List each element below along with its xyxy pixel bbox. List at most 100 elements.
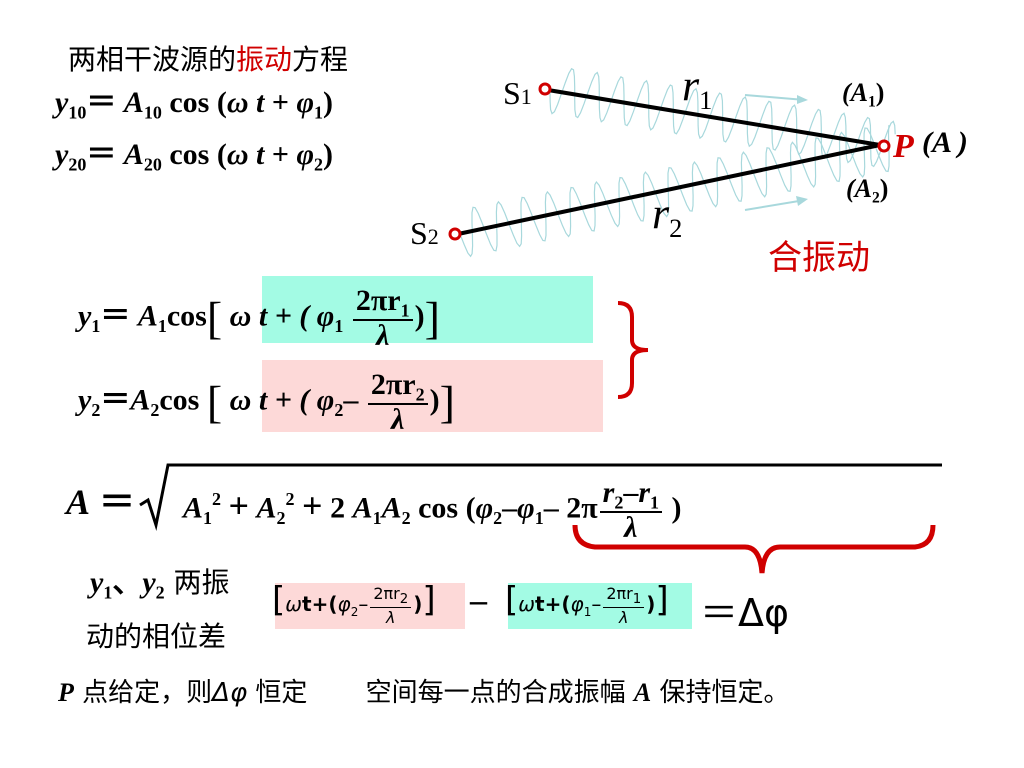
math-text: ] (439, 376, 455, 428)
math-text: 1 (157, 315, 167, 336)
math-text: 保持恒定。 (651, 678, 790, 708)
equation-token: 1 (314, 102, 324, 123)
math-text: 2πr (373, 583, 400, 603)
math-text: – (358, 592, 369, 616)
math-text: 1 (372, 507, 382, 528)
phase-diff-result: ＝Δφ (700, 591, 790, 635)
equation-token: ) (323, 138, 334, 171)
math-text: A (137, 299, 158, 333)
math-text: ω t + ( φ (229, 299, 335, 333)
highlight-phase-2 (262, 360, 603, 432)
math-text: 1 (203, 507, 213, 528)
math-text: 1 (103, 582, 113, 603)
label-resultant-amplitude: (A ) (922, 128, 968, 158)
heading-highlight: 振动 (236, 43, 293, 76)
math-text: 2 (212, 488, 222, 509)
math-text: r (652, 189, 670, 238)
math-text: – (591, 592, 602, 616)
math-text: 2πr (606, 583, 633, 603)
phase-diff-label-line2: 动的相位差 (86, 620, 227, 653)
math-text: ) (875, 78, 885, 107)
label-s1: S1 (503, 75, 532, 112)
math-text: ) (879, 174, 889, 203)
math-text: P (893, 128, 914, 165)
math-text: + (228, 485, 250, 526)
equation-token: ＝ (86, 138, 124, 171)
math-text: – (543, 491, 559, 525)
math-text: cos (159, 383, 207, 417)
equation-token: cos ( (161, 138, 227, 171)
source-s2-point (448, 227, 462, 241)
math-text: A (66, 482, 91, 522)
equation-token: ＝ (86, 86, 124, 119)
math-text: P (58, 678, 74, 707)
math-text: cos (166, 299, 207, 333)
label-r2: r2 (652, 192, 682, 242)
heading-text: 两相干波源的 (68, 43, 237, 76)
math-text: [ (505, 580, 519, 620)
math-text: 2 (872, 189, 880, 207)
math-text: r (638, 476, 651, 509)
math-text: y (90, 566, 104, 599)
equation-token: ω t (226, 138, 265, 171)
math-text: 恒定 (247, 678, 308, 708)
math-text: 2 (330, 491, 346, 525)
math-text: [ (206, 292, 223, 344)
math-text: λ (386, 608, 396, 628)
math-text: 两振 (164, 566, 230, 599)
math-text: ) (429, 383, 440, 417)
under-brace-icon (572, 524, 936, 574)
math-text: 1 (520, 84, 532, 109)
math-text: 2 (285, 488, 295, 509)
point-p (877, 139, 891, 153)
math-text: Δφ (212, 678, 248, 708)
math-text: φ (570, 592, 584, 616)
math-text: ] (655, 580, 669, 620)
math-text: 1 (91, 315, 101, 336)
source-1-equation: y10＝ A10 cos (ω t + φ1) (55, 86, 333, 123)
highlight-phase-1 (262, 276, 593, 343)
equation-token: y (55, 138, 69, 171)
math-text: 2 (155, 582, 165, 603)
math-text: ω (518, 592, 536, 616)
math-text: 1 (650, 492, 660, 513)
math-text: 2 (669, 213, 683, 244)
equation-token: 20 (68, 154, 87, 175)
math-text: r (602, 476, 615, 509)
math-text: ) (413, 592, 423, 616)
math-text: ＝ (100, 383, 131, 417)
math-text: (A (842, 78, 868, 107)
math-text: ) (671, 491, 682, 525)
math-text: 2 (493, 507, 503, 528)
math-text: A (183, 491, 204, 525)
math-text: t+( (302, 592, 338, 616)
equation-token: φ (296, 138, 315, 171)
math-text: φ (337, 592, 351, 616)
math-text: [ (206, 376, 223, 428)
math-text: t+( (535, 592, 571, 616)
slide-heading: 两相干波源的振动方程 (68, 38, 348, 78)
math-text: (A ) (922, 126, 968, 159)
heading-text-end: 方程 (292, 43, 349, 76)
math-text: 2 (276, 507, 286, 528)
math-text: φ (517, 491, 535, 525)
arrow-head-2 (796, 196, 808, 206)
path-r2 (457, 143, 881, 236)
math-text: 2 (401, 507, 411, 528)
math-text: – (623, 476, 639, 509)
label-combined-vibration: 合振动 (768, 238, 870, 278)
sqrt-sign-icon (139, 463, 942, 531)
math-text: 1 (400, 300, 410, 321)
math-text: 1 (632, 592, 642, 608)
label-p: P (893, 130, 914, 164)
wave-diagram (448, 67, 896, 258)
path-r1 (547, 88, 881, 147)
equation-token: 2 (314, 154, 324, 175)
math-text: ) (646, 592, 656, 616)
math-text: 2 (334, 399, 344, 420)
math-text: + (302, 485, 323, 526)
math-text: 1 (699, 85, 713, 116)
math-text: 2 (614, 492, 624, 513)
